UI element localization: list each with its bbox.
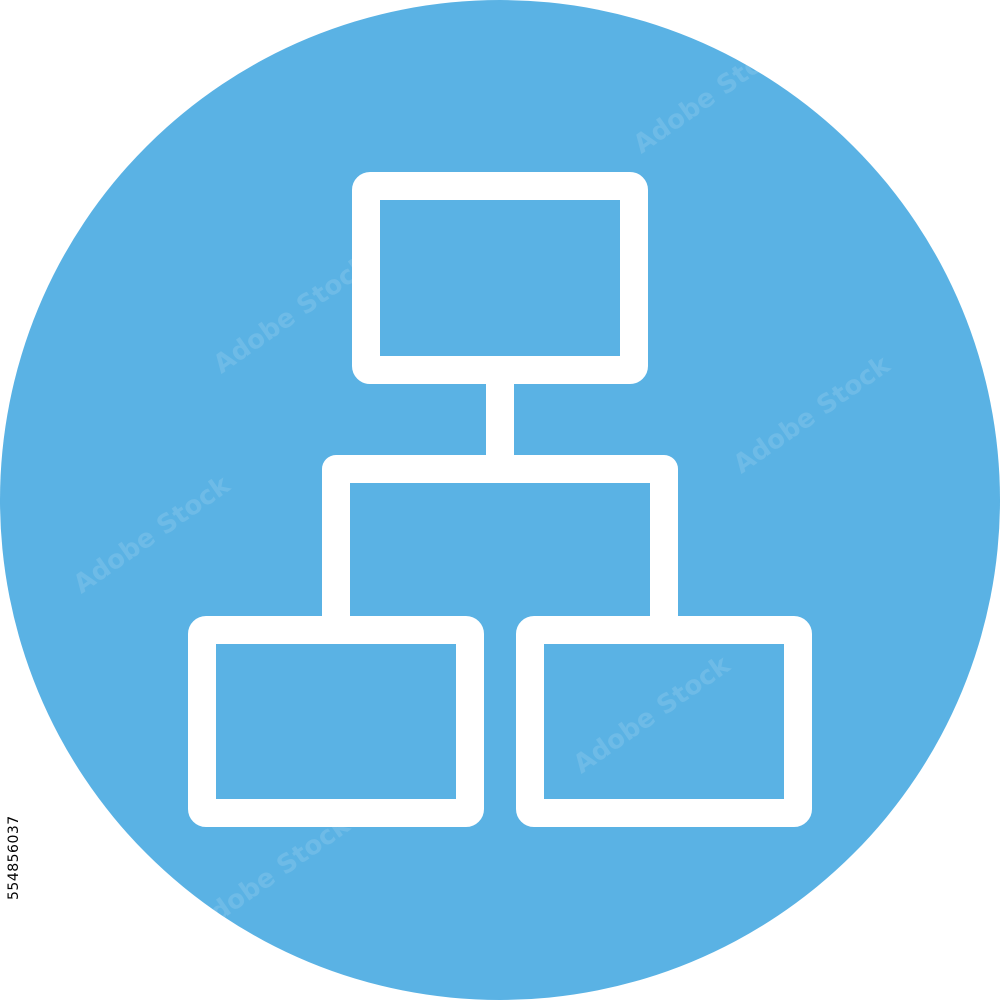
stock-id-label: 554856037 bbox=[6, 815, 22, 900]
org-chart-strokes bbox=[188, 172, 812, 827]
bottom-left-box bbox=[188, 616, 484, 827]
bottom-right-box bbox=[516, 616, 812, 827]
branch-connector bbox=[322, 455, 678, 644]
